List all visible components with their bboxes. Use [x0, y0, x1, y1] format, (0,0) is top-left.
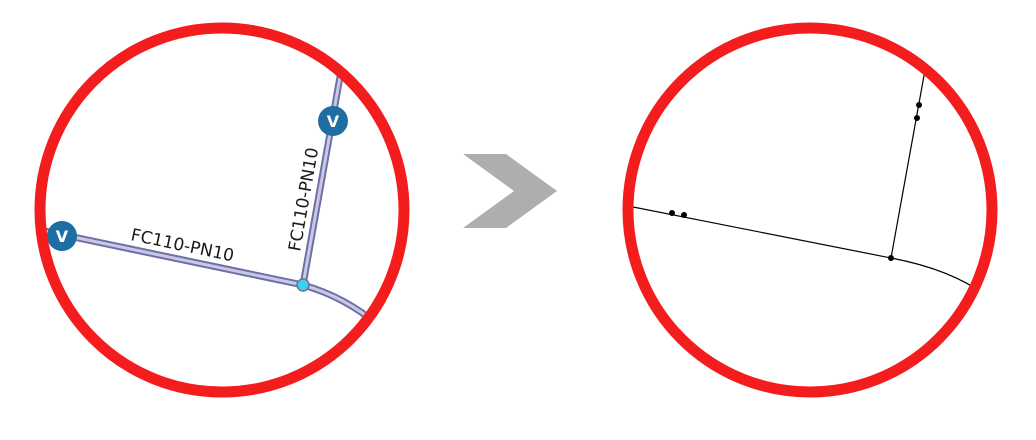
highlight-ring: [622, 22, 998, 398]
vertex-points: [669, 102, 922, 261]
svg-text:V: V: [56, 227, 69, 246]
valve-icon: V: [318, 106, 348, 136]
highlight-ring: [34, 22, 410, 398]
svg-text:V: V: [327, 112, 340, 131]
junction-node-icon: [296, 278, 310, 292]
valve-icon: V: [47, 221, 77, 251]
chevron-right-icon: [463, 154, 557, 228]
simplified-line-network: [628, 69, 992, 301]
before-panel: FC110-PN10 FC110-PN10 V V: [34, 22, 410, 398]
after-panel: [622, 22, 998, 398]
